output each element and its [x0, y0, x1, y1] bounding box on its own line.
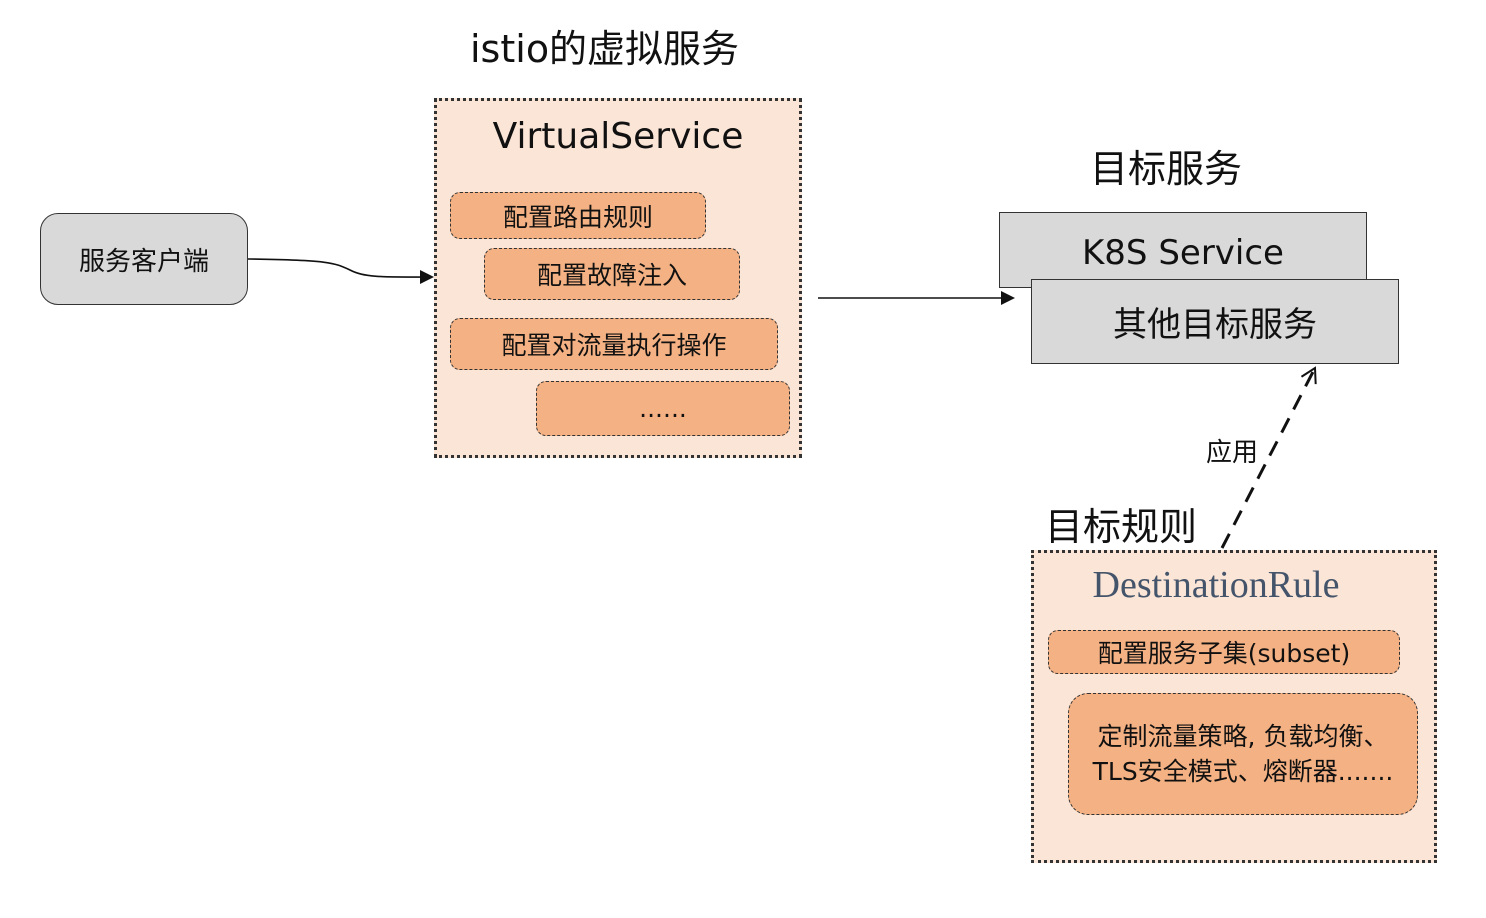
target-services-title: 目标服务 — [1090, 147, 1243, 191]
k8s-service-box: K8S Service — [999, 212, 1367, 288]
subset-item: 配置服务子集(subset) — [1048, 630, 1400, 674]
destination-rule-name: DestinationRule — [1092, 564, 1340, 606]
traffic-policy-item: 定制流量策略, 负载均衡、TLS安全模式、熔断器....... — [1068, 693, 1418, 815]
apply-dashed-arrow — [1220, 366, 1317, 549]
more-items: ...... — [536, 381, 790, 436]
other-target-service-box: 其他目标服务 — [1031, 279, 1399, 364]
fault-injection-item: 配置故障注入 — [484, 248, 740, 300]
client-to-virtualservice-arrow — [247, 258, 434, 285]
virtualservice-title: istio的虚拟服务 — [470, 27, 740, 71]
virtualservice-name: VirtualService — [492, 116, 744, 157]
route-rule-item: 配置路由规则 — [450, 192, 706, 239]
apply-label: 应用 — [1206, 438, 1259, 468]
destination-rule-title: 目标规则 — [1045, 505, 1198, 549]
traffic-operation-item: 配置对流量执行操作 — [450, 318, 778, 370]
service-client: 服务客户端 — [40, 213, 248, 305]
